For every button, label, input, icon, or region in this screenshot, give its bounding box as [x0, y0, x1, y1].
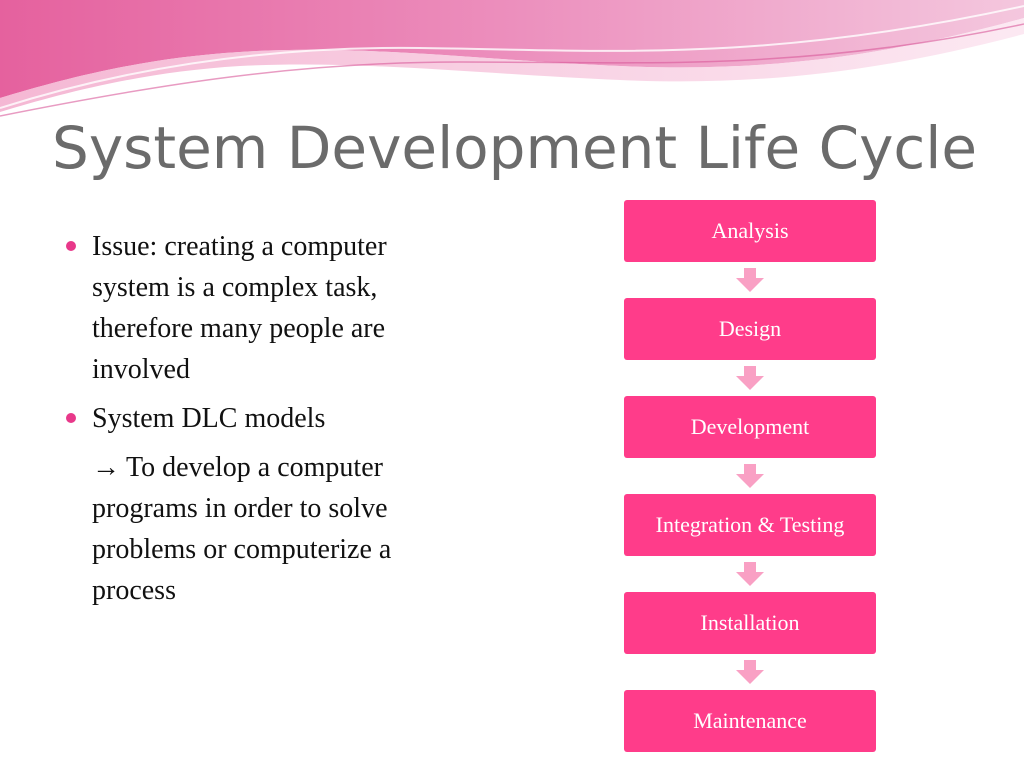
process-flow-diagram: Analysis Design Development Integration … — [624, 200, 876, 752]
flow-step-design: Design — [624, 298, 876, 360]
down-arrow-icon — [624, 262, 876, 298]
bullet-list: Issue: creating a computer system is a c… — [60, 226, 450, 611]
flow-step-label: Development — [690, 414, 810, 439]
down-arrow-icon — [624, 556, 876, 592]
flow-step-label: Design — [718, 316, 782, 341]
flow-step-label: Analysis — [711, 218, 789, 243]
header-wave-decoration — [0, 0, 1024, 117]
down-arrow-icon — [624, 458, 876, 494]
down-arrow-icon — [624, 360, 876, 396]
flow-step-development: Development — [624, 396, 876, 458]
flow-step-label: Installation — [700, 610, 800, 635]
flow-step-label: Integration & Testing — [655, 512, 845, 537]
bullet-item: Issue: creating a computer system is a c… — [60, 226, 450, 390]
right-arrow-icon: → — [92, 452, 120, 483]
sub-paragraph: →To develop a computer programs in order… — [60, 447, 450, 611]
sub-paragraph-text: To develop a computer programs in order … — [92, 452, 392, 606]
bullet-icon — [66, 241, 76, 251]
slide-title: System Development Life Cycle — [52, 114, 978, 182]
down-arrow-icon — [624, 654, 876, 690]
flow-step-analysis: Analysis — [624, 200, 876, 262]
flow-step-integration-testing: Integration & Testing — [624, 494, 876, 556]
bullet-text: System DLC models — [92, 403, 326, 434]
bullet-icon — [66, 413, 76, 423]
flow-step-maintenance: Maintenance — [624, 690, 876, 752]
flow-step-installation: Installation — [624, 592, 876, 654]
bullet-item: System DLC models — [60, 398, 450, 439]
bullet-text: Issue: creating a computer system is a c… — [92, 231, 387, 385]
flow-step-label: Maintenance — [693, 708, 807, 733]
